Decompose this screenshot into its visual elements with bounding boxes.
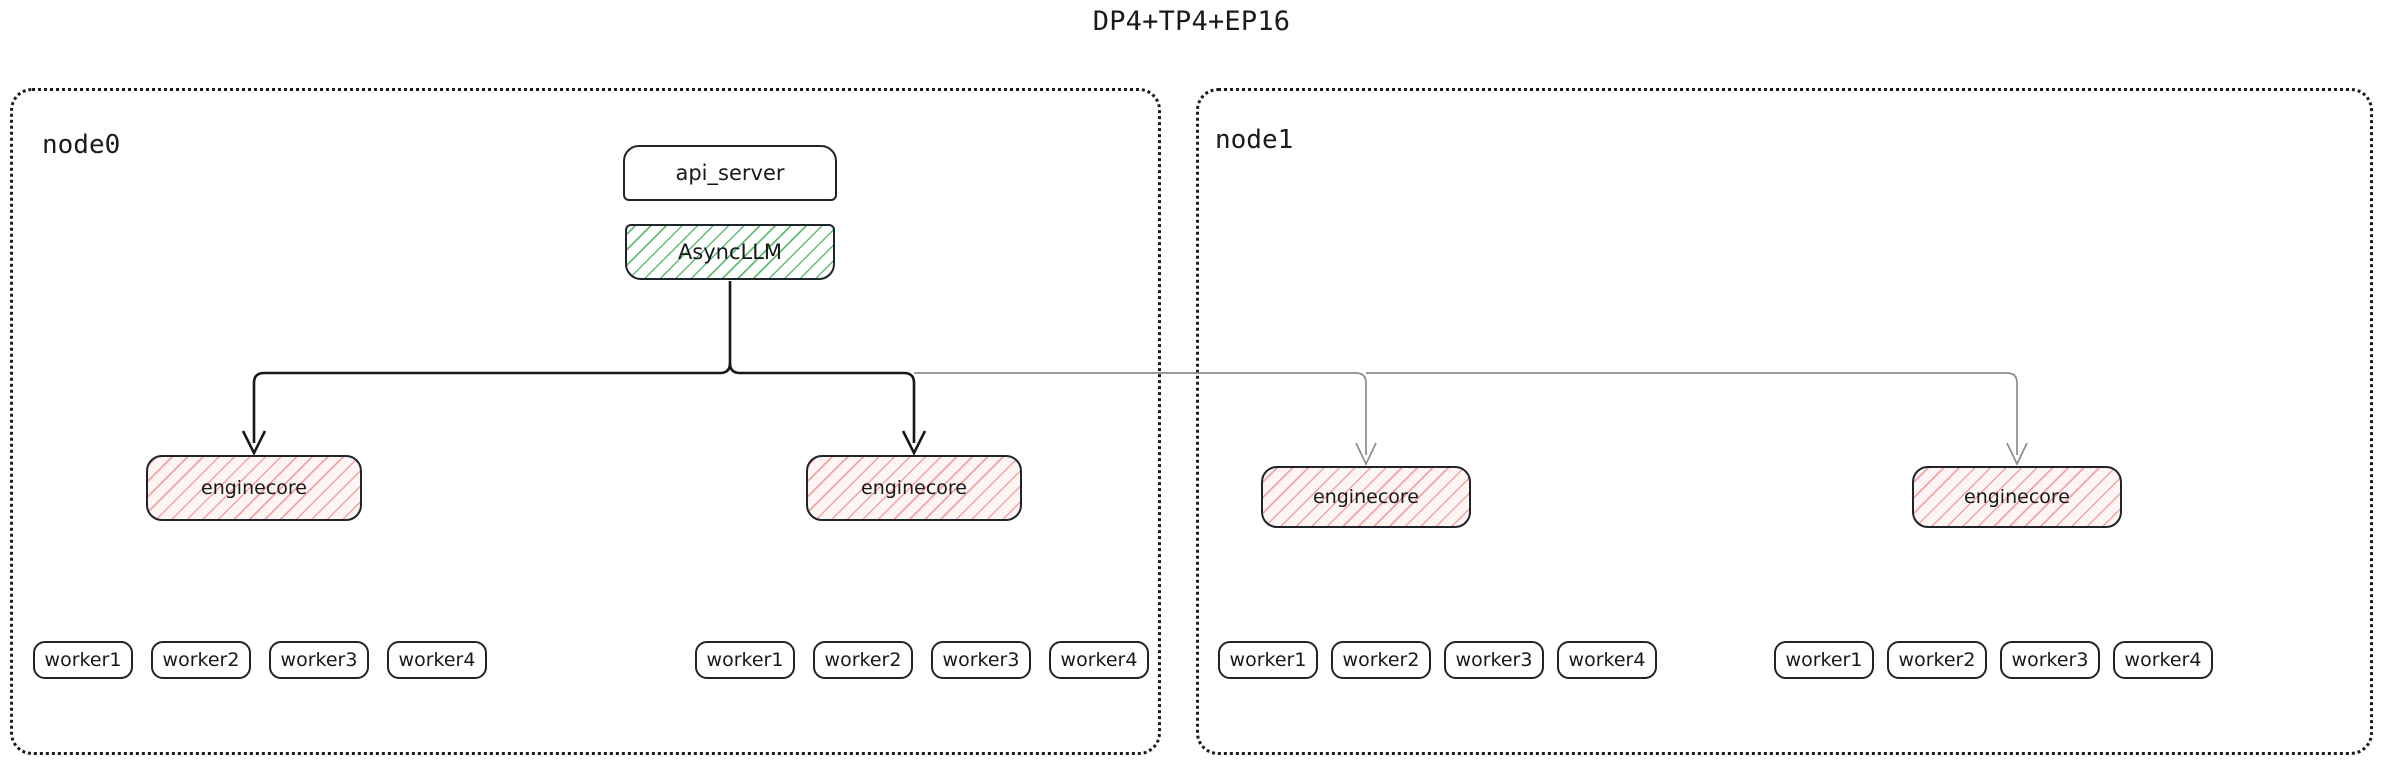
worker-box[interactable]: worker4	[1049, 641, 1149, 679]
worker-box[interactable]: worker3	[2000, 641, 2100, 679]
page-title: DP4+TP4+EP16	[1092, 6, 1291, 37]
worker-box[interactable]: worker4	[387, 641, 487, 679]
worker-box[interactable]: worker3	[931, 641, 1031, 679]
node-label-node1: node1	[1215, 125, 1294, 155]
enginecore-box[interactable]: enginecore	[806, 455, 1022, 521]
worker-box[interactable]: worker1	[695, 641, 795, 679]
asyncllm-box[interactable]: AsyncLLM	[625, 224, 835, 280]
worker-box[interactable]: worker3	[269, 641, 369, 679]
worker-box[interactable]: worker2	[813, 641, 913, 679]
enginecore-box[interactable]: enginecore	[146, 455, 362, 521]
worker-box[interactable]: worker4	[1557, 641, 1657, 679]
worker-box[interactable]: worker1	[1218, 641, 1318, 679]
worker-box[interactable]: worker2	[1331, 641, 1431, 679]
worker-box[interactable]: worker2	[1887, 641, 1987, 679]
node-label-node0: node0	[42, 130, 121, 160]
worker-box[interactable]: worker3	[1444, 641, 1544, 679]
enginecore-box[interactable]: enginecore	[1261, 466, 1471, 528]
worker-box[interactable]: worker1	[1774, 641, 1874, 679]
enginecore-box[interactable]: enginecore	[1912, 466, 2122, 528]
worker-box[interactable]: worker2	[151, 641, 251, 679]
worker-box[interactable]: worker1	[33, 641, 133, 679]
worker-box[interactable]: worker4	[2113, 641, 2213, 679]
api-server-box[interactable]: api_server	[623, 145, 837, 201]
